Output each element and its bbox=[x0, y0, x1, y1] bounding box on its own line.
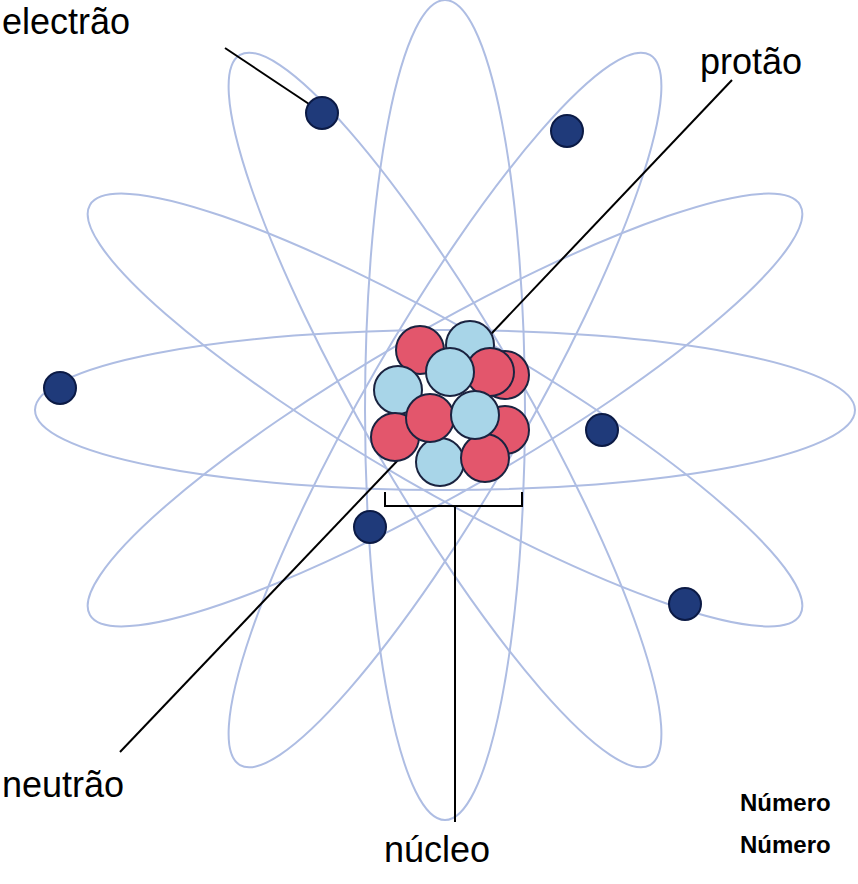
bracket bbox=[385, 492, 522, 506]
electron bbox=[551, 115, 583, 147]
orbit bbox=[171, 15, 720, 805]
electrons bbox=[44, 97, 701, 620]
leader-line bbox=[455, 80, 732, 372]
leader-line bbox=[120, 458, 400, 752]
leader-line bbox=[454, 506, 456, 822]
neutron bbox=[461, 434, 509, 482]
orbit bbox=[171, 15, 720, 805]
heading-text: Número bbox=[740, 832, 831, 858]
orbit bbox=[35, 330, 855, 490]
part-label: electrão bbox=[2, 2, 130, 42]
nucleus bbox=[371, 321, 529, 486]
part-label: protão bbox=[700, 42, 802, 82]
electron bbox=[354, 511, 386, 543]
proton bbox=[416, 438, 464, 486]
part-label: núcleo bbox=[384, 830, 490, 870]
electron bbox=[586, 414, 618, 446]
electron bbox=[669, 588, 701, 620]
leader-line bbox=[225, 48, 312, 106]
electron bbox=[44, 372, 76, 404]
neutron bbox=[406, 394, 454, 442]
nucleus-bracket bbox=[385, 492, 522, 822]
part-label: neutrão bbox=[2, 765, 124, 805]
proton bbox=[451, 391, 499, 439]
orbit bbox=[50, 136, 840, 685]
proton bbox=[426, 348, 474, 396]
leader-lines bbox=[120, 48, 732, 752]
orbit bbox=[50, 136, 840, 685]
orbits bbox=[35, 0, 855, 820]
heading-text: Número bbox=[740, 790, 831, 816]
electron bbox=[306, 97, 338, 129]
